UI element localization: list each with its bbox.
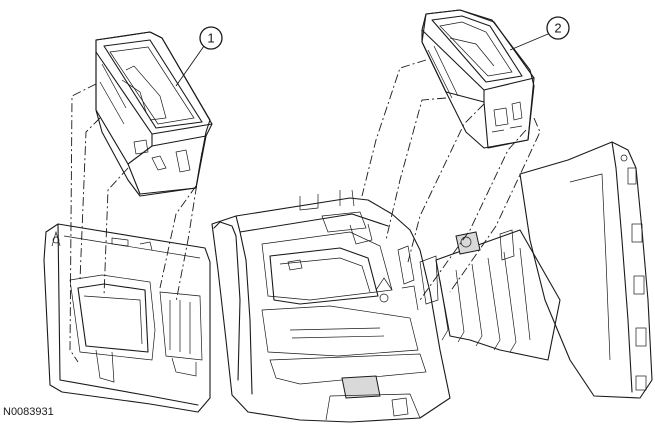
cup-holder-bezel-right [421, 9, 535, 149]
callout-2: 2 [509, 16, 570, 51]
cup-holder-bezel-left [95, 31, 213, 197]
callout-1: 1 [175, 26, 223, 87]
callout-1-label: 1 [207, 31, 214, 46]
callout-2-label: 2 [554, 21, 561, 36]
left-console-panel [43, 223, 211, 413]
assembly-alignment-lines [69, 59, 541, 363]
center-console-tray [211, 189, 451, 423]
rear-right-panel [419, 141, 653, 399]
figure-id-label: N0083931 [3, 406, 54, 418]
